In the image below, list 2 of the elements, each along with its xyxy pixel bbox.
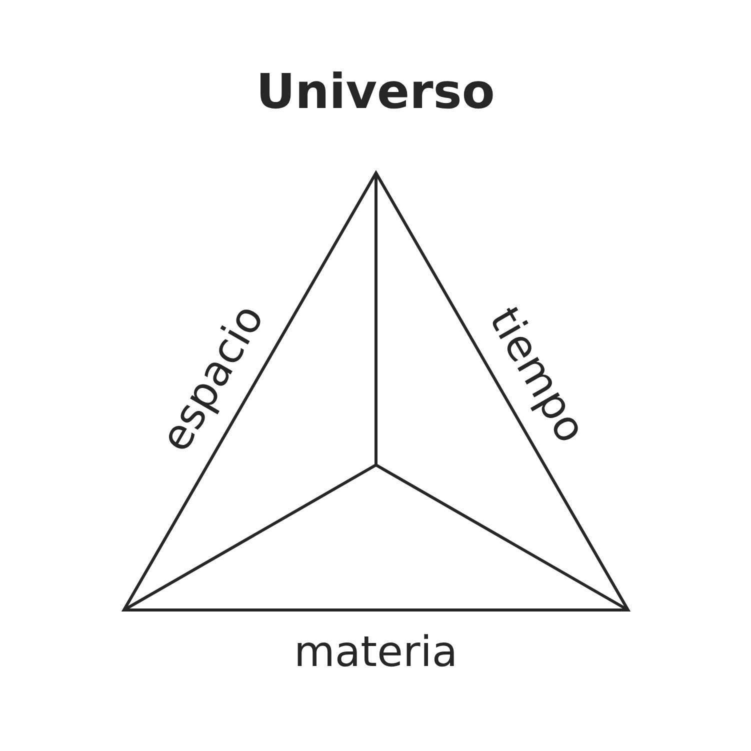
- diagram-title: Universo: [255, 68, 496, 116]
- side-label: materia: [294, 631, 458, 673]
